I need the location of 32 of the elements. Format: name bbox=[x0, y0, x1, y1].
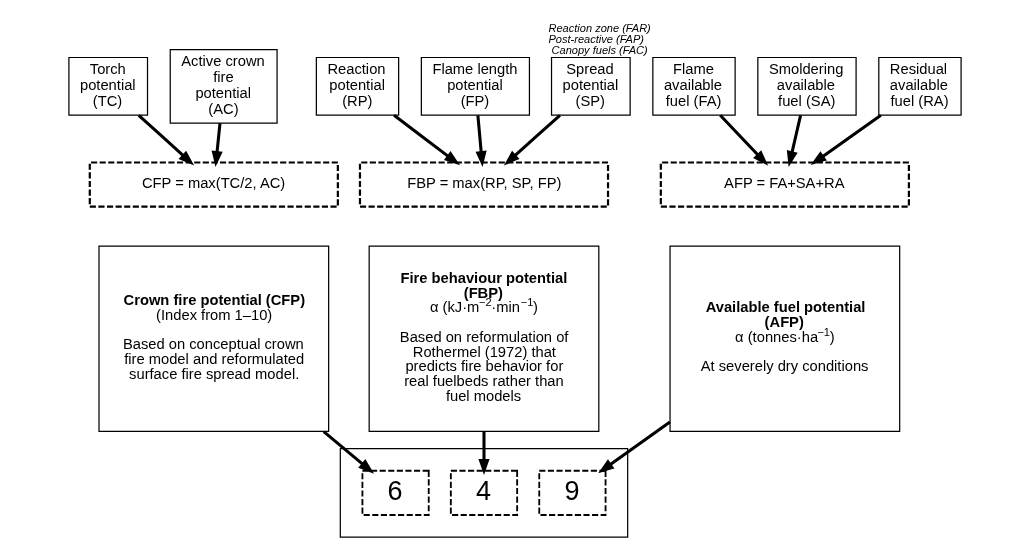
node-box: 6 bbox=[361, 469, 430, 516]
node-box: 9 bbox=[538, 469, 607, 516]
node-box: Smoldering available fuel (SA) bbox=[757, 56, 857, 116]
arrow bbox=[503, 114, 561, 166]
node-box: 4 bbox=[449, 469, 519, 516]
node-label: Post-reactive (FAP) bbox=[548, 33, 645, 46]
node-box: Reaction potential (RP) bbox=[315, 56, 400, 116]
arrow bbox=[137, 114, 195, 166]
node-label: Reaction zone (FAR) bbox=[548, 21, 651, 34]
arrow bbox=[475, 115, 487, 168]
arrow bbox=[786, 114, 803, 167]
node-box: CFP = max(TC/2, AC) bbox=[88, 161, 339, 208]
node-box: Residual available fuel (RA) bbox=[878, 56, 962, 116]
node-box: Flame available fuel (FA) bbox=[652, 56, 736, 116]
arrow bbox=[598, 420, 671, 474]
node-box: AFP = FA+SA+RA bbox=[659, 161, 910, 208]
node-box: Active crown fire potential (AC) bbox=[169, 48, 278, 124]
arrow bbox=[211, 123, 223, 168]
arrow bbox=[478, 431, 490, 476]
arrow bbox=[810, 114, 882, 166]
arrow bbox=[393, 114, 461, 166]
node-box: Crown fire potential (CFP) (Index from 1–10) Based on conceptual crown fire model and reformulated surface fire spread model. bbox=[98, 245, 330, 433]
node-box: Available fuel potential (AFP) α (tonnes·ha$^{−1}$) At severely dry conditions bbox=[669, 245, 901, 433]
node-box: Fire behaviour potential (FBP) α (kJ·m$^{−2}$·min$^{−1}$) Based on reformulation of Rothermel (1972) that predicts fire behavior for real fuelbeds rather than fuel models bbox=[368, 245, 600, 433]
arrow bbox=[719, 114, 769, 166]
cluster bbox=[339, 448, 629, 538]
node-box: Torch potential (TC) bbox=[68, 56, 149, 116]
node-box: FBP = max(RP, SP, FP) bbox=[358, 161, 610, 208]
node-box: Flame length potential (FP) bbox=[420, 56, 531, 116]
node-label: Canopy fuels (FAC) bbox=[551, 44, 648, 57]
node-box: Spread potential (SP) bbox=[550, 56, 631, 116]
arrow bbox=[322, 430, 375, 474]
